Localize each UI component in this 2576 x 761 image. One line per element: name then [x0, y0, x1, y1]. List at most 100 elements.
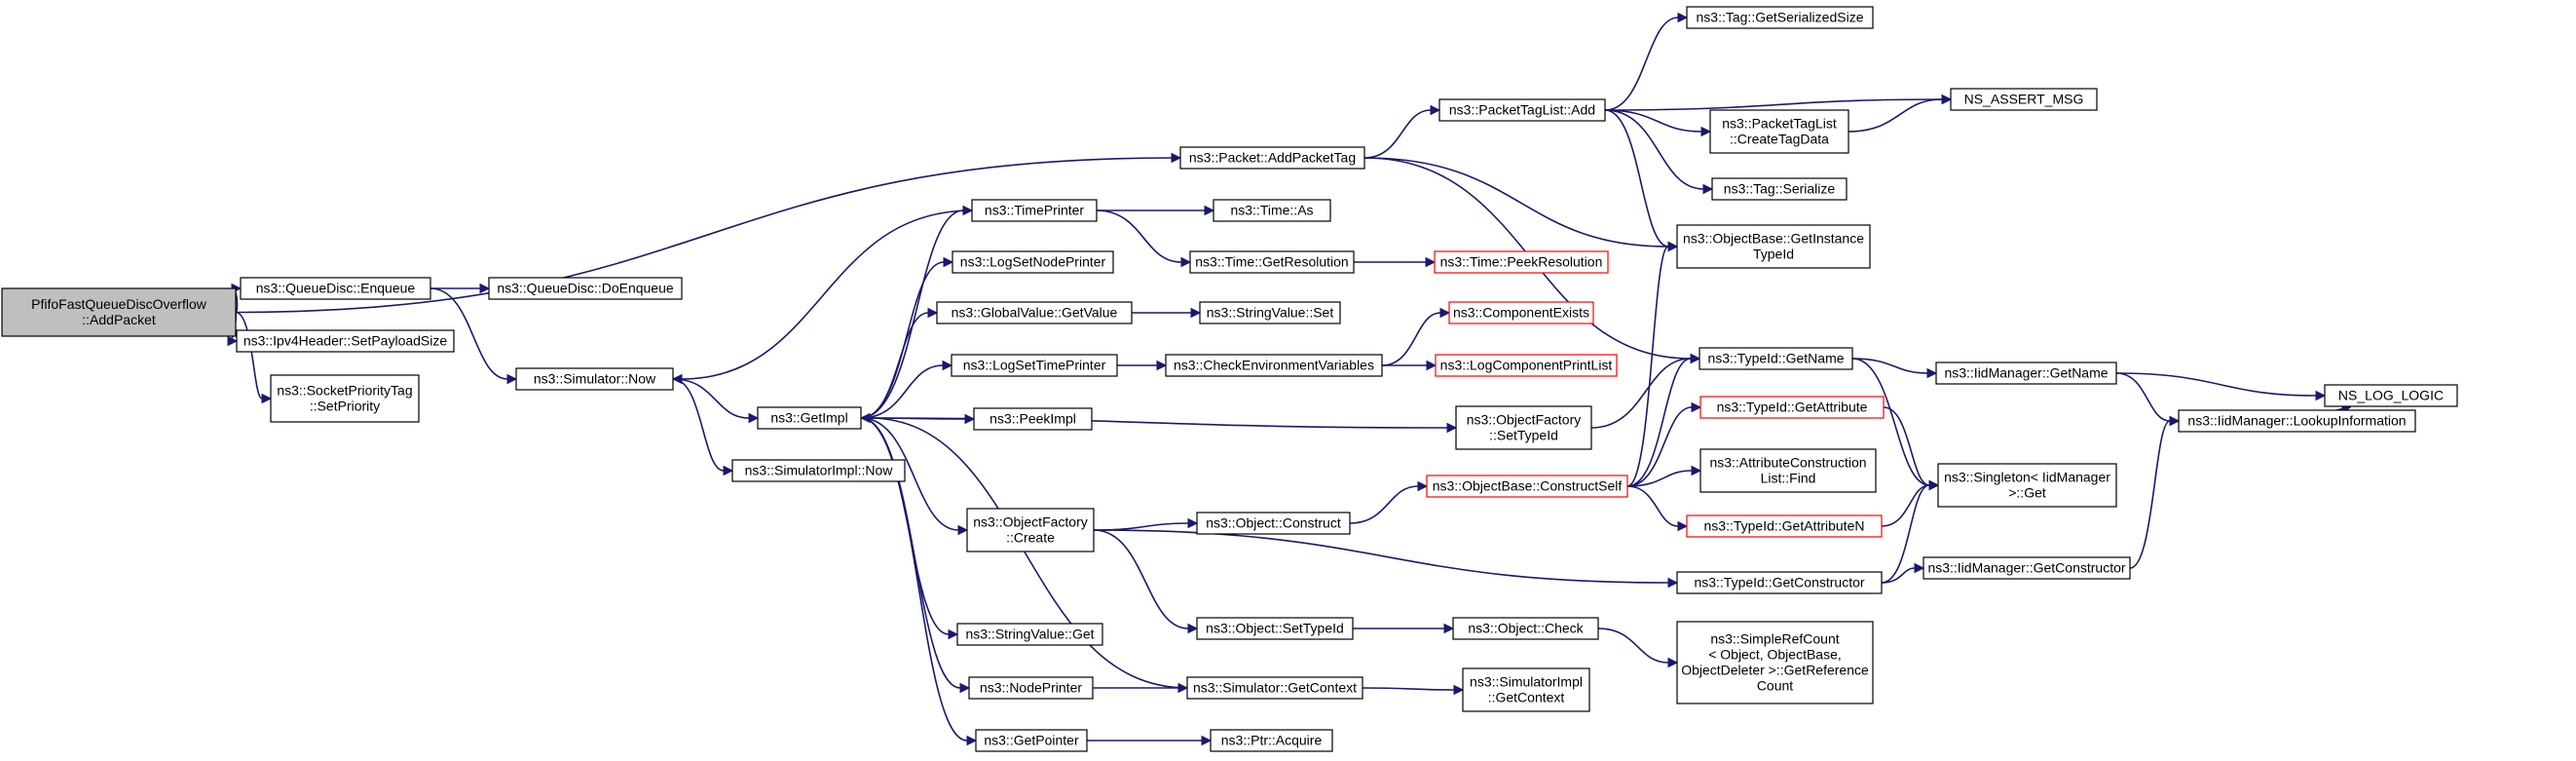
arrowhead-ptl_add-to-tag_gss: [1677, 12, 1689, 23]
node-box: [1676, 224, 1871, 269]
edge-obj_construct-to-ob_construct: [1349, 485, 1419, 524]
arrowhead-getimpl-to-logsetnode: [943, 256, 954, 268]
node-simimpl_getctx[interactable]: ns3::SimulatorImpl::GetContext: [1462, 667, 1590, 712]
node-time_getres[interactable]: ns3::Time::GetResolution: [1189, 250, 1355, 274]
node-getimpl[interactable]: ns3::GetImpl: [757, 406, 862, 430]
node-logcomplist[interactable]: ns3::LogComponentPrintList: [1435, 354, 1618, 377]
arrowhead-getimpl-to-nodeprinter: [959, 682, 971, 694]
node-ptl_add[interactable]: ns3::PacketTagList::Add: [1438, 98, 1606, 122]
node-of_settypeid[interactable]: ns3::ObjectFactory::SetTypeId: [1455, 405, 1592, 450]
node-box: [956, 623, 1103, 646]
arrowhead-typeid_getctor-to-singleton_get: [1928, 479, 1940, 491]
node-label: ns3::IidManager::GetName: [1944, 364, 2108, 380]
node-ptl_create[interactable]: ns3::PacketTagList::CreateTagData: [1709, 109, 1849, 154]
node-label: ns3::TypeId::GetAttribute: [1717, 399, 1868, 414]
node-ns_log_logic[interactable]: NS_LOG_LOGIC: [2324, 384, 2458, 407]
node-getpointer[interactable]: ns3::GetPointer: [975, 729, 1088, 752]
node-typeid_getctor[interactable]: ns3::TypeId::GetConstructor: [1676, 571, 1883, 594]
node-box: [488, 277, 683, 300]
node-label: ns3::TypeId::GetAttributeN: [1704, 517, 1865, 533]
arrowhead-typeid_getctor-to-iid_getctor: [1914, 562, 1925, 574]
node-box: [1179, 146, 1365, 170]
node-singleton_get[interactable]: ns3::Singleton< IidManager >::Get: [1937, 463, 2117, 508]
node-of_create[interactable]: ns3::ObjectFactory::Create: [966, 508, 1095, 552]
edge-of_create-to-obj_settypeid: [1093, 529, 1189, 629]
node-obj_check[interactable]: ns3::Object::Check: [1452, 617, 1599, 640]
node-time_as[interactable]: ns3::Time::As: [1213, 199, 1331, 222]
node-box: [951, 354, 1118, 377]
node-iid_lookup[interactable]: ns3::IidManager::LookupInformation: [2178, 409, 2416, 433]
node-comp_exists[interactable]: ns3::ComponentExists: [1448, 301, 1594, 324]
node-typeid_getattr[interactable]: ns3::TypeId::GetAttribute: [1699, 396, 1885, 419]
node-qd_doenq[interactable]: ns3::QueueDisc::DoEnqueue: [488, 277, 683, 300]
arrowhead-sim_now-to-simimpl_now: [723, 465, 734, 476]
node-iid_getname[interactable]: ns3::IidManager::GetName: [1935, 361, 2117, 385]
node-box: [731, 459, 906, 482]
edge-getimpl-to-gv_getvalue: [860, 312, 929, 419]
node-box: [1426, 475, 1628, 498]
node-label: Count: [1757, 677, 1793, 693]
node-box: [1937, 463, 2117, 508]
node-box: [270, 374, 420, 423]
node-simplerefcount[interactable]: ns3::SimpleRefCount< Object, ObjectBase,…: [1676, 621, 1874, 704]
node-sim_now[interactable]: ns3::Simulator::Now: [515, 367, 674, 391]
node-peekimpl[interactable]: ns3::PeekImpl: [973, 407, 1093, 431]
node-box: [2178, 409, 2416, 433]
node-label: ns3::ObjectFactory: [1467, 411, 1582, 427]
node-label: ns3::Tag::Serialize: [1724, 180, 1836, 196]
arrowhead-typeid_getname-to-iid_getname: [1926, 367, 1938, 379]
node-sv_set[interactable]: ns3::StringValue::Set: [1199, 301, 1341, 324]
node-logsetnode[interactable]: ns3::LogSetNodePrinter: [952, 250, 1114, 274]
arrowhead-ob_construct-to-typeid_getattrn: [1677, 520, 1689, 532]
node-label: ns3::TypeId::GetConstructor: [1694, 574, 1864, 590]
node-sim_getctx[interactable]: ns3::Simulator::GetContext: [1186, 676, 1363, 700]
node-iid_getctor[interactable]: ns3::IidManager::GetConstructor: [1923, 556, 2131, 580]
node-typeid_getname[interactable]: ns3::TypeId::GetName: [1699, 347, 1853, 370]
edge-getimpl-to-nodeprinter: [860, 417, 961, 689]
arrowhead-root-to-addpackettag: [1171, 152, 1182, 164]
node-gv_getvalue[interactable]: ns3::GlobalValue::GetValue: [936, 301, 1133, 324]
arrowhead-root-to-ipv4: [227, 335, 239, 347]
node-obj_construct[interactable]: ns3::Object::Construct: [1196, 512, 1351, 535]
node-box: [236, 329, 455, 353]
edge-obj_check-to-simplerefcount: [1597, 628, 1669, 664]
node-logsettime[interactable]: ns3::LogSetTimePrinter: [951, 354, 1118, 377]
node-tag_gss[interactable]: ns3::Tag::GetSerializedSize: [1686, 6, 1874, 29]
node-ipv4[interactable]: ns3::Ipv4Header::SetPayloadSize: [236, 329, 455, 353]
node-box: [515, 367, 674, 391]
node-root: PfifoFastQueueDiscOverflow::AddPacket: [1, 287, 237, 337]
node-timeprinter[interactable]: ns3::TimePrinter: [971, 199, 1098, 222]
edge-qd_enqueue-to-sim_now: [429, 287, 508, 380]
node-label: ns3::GlobalValue::GetValue: [952, 304, 1118, 320]
node-qd_enqueue[interactable]: ns3::QueueDisc::Enqueue: [240, 277, 431, 300]
arrowhead-timeprinter-to-time_getres: [1180, 256, 1192, 268]
nodes-layer: PfifoFastQueueDiscOverflow::AddPacketns3…: [1, 6, 2458, 752]
edge-sim_getctx-to-getimpl: [869, 417, 1188, 689]
edge-ob_construct-to-ob_git: [1626, 246, 1669, 487]
node-box: [1686, 514, 1883, 538]
node-ob_construct[interactable]: ns3::ObjectBase::ConstructSelf: [1426, 475, 1628, 498]
edge-iid_getname-to-iid_lookup: [2115, 372, 2171, 422]
node-ns_assert[interactable]: NS_ASSERT_MSG: [1950, 88, 2098, 111]
node-label: ns3::Object::SetTypeId: [1206, 620, 1344, 635]
node-obj_settypeid[interactable]: ns3::Object::SetTypeId: [1196, 617, 1354, 640]
node-time_peekres[interactable]: ns3::Time::PeekResolution: [1434, 250, 1609, 274]
node-typeid_getattrn[interactable]: ns3::TypeId::GetAttributeN: [1686, 514, 1883, 538]
node-tag_ser[interactable]: ns3::Tag::Serialize: [1711, 177, 1848, 201]
node-addpackettag[interactable]: ns3::Packet::AddPacketTag: [1179, 146, 1365, 170]
node-box: [936, 301, 1133, 324]
edge-typeid_getname-to-singleton_get: [1851, 358, 1930, 486]
node-label: ns3::LogSetNodePrinter: [960, 253, 1106, 269]
node-simimpl_now[interactable]: ns3::SimulatorImpl::Now: [731, 459, 906, 482]
node-box: [1210, 729, 1333, 752]
arrowhead-ptl_add-to-ptl_create: [1700, 126, 1712, 137]
node-nodeprinter[interactable]: ns3::NodePrinter: [968, 676, 1094, 700]
edge-typeid_getctor-to-iid_getctor: [1881, 567, 1916, 584]
node-label: ::SetPriority: [310, 398, 380, 413]
node-sv_get[interactable]: ns3::StringValue::Get: [956, 623, 1103, 646]
node-checkenv[interactable]: ns3::CheckEnvironmentVariables: [1165, 354, 1383, 377]
node-ptr_acquire[interactable]: ns3::Ptr::Acquire: [1210, 729, 1333, 752]
node-sockprio[interactable]: ns3::SocketPriorityTag::SetPriority: [270, 374, 420, 423]
